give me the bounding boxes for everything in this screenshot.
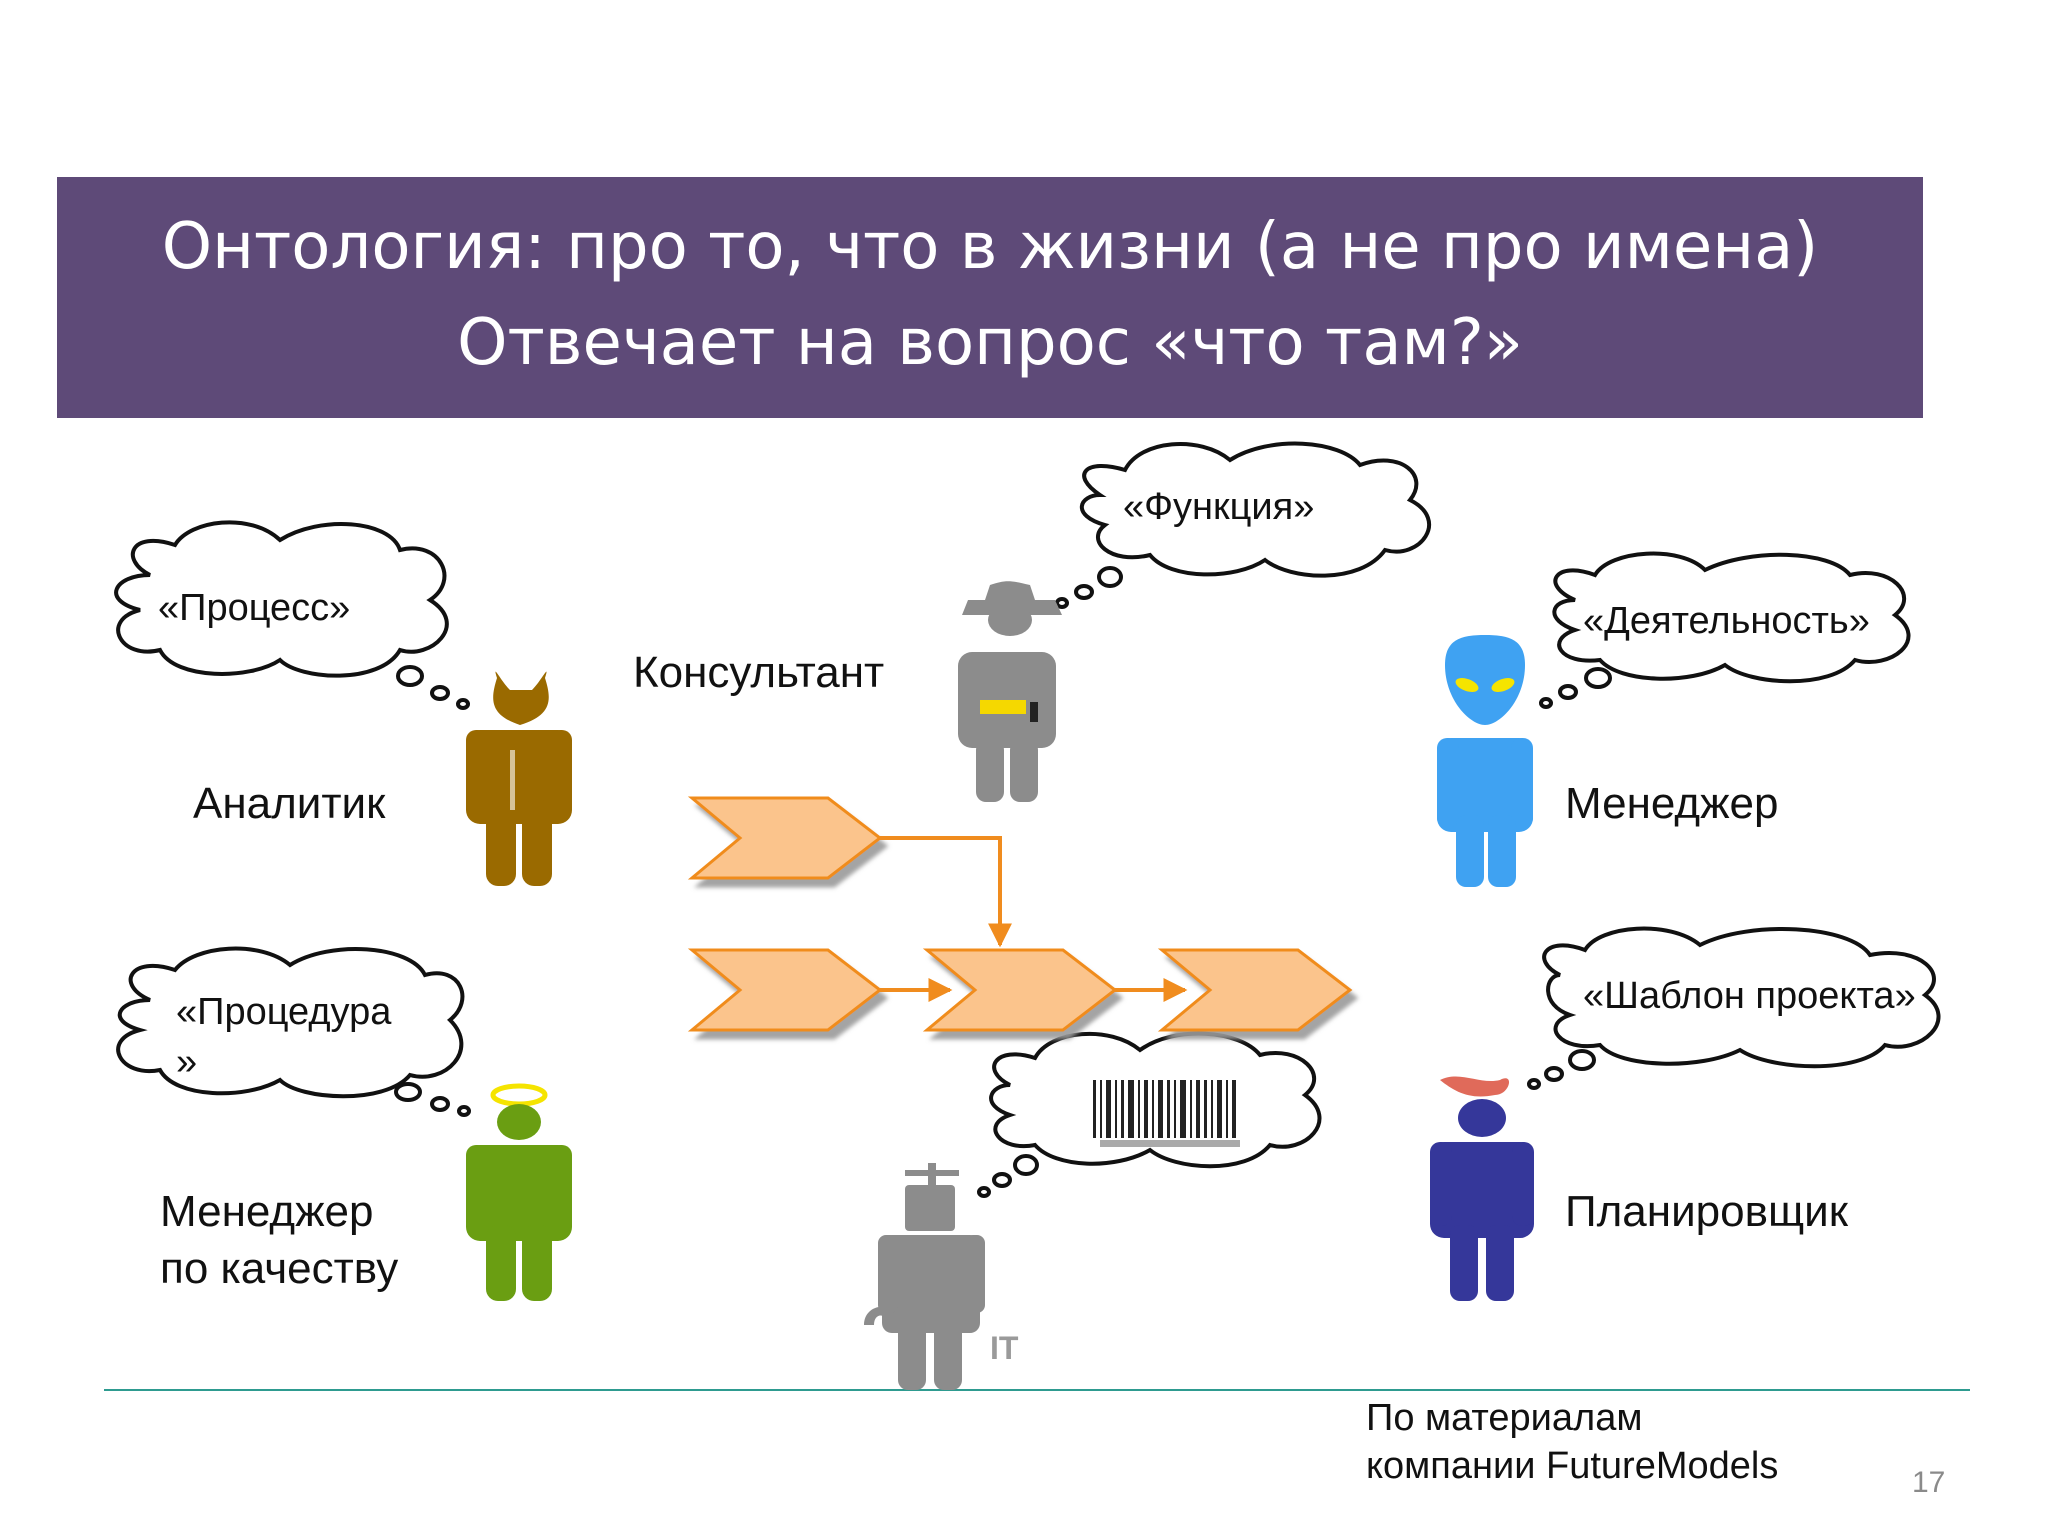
process-chevron-4	[1157, 948, 1353, 1032]
thought-cloud-planner	[1527, 926, 1941, 1090]
page-number: 17	[1912, 1466, 1946, 1499]
thought-text-planner: «Шаблон проекта»	[1583, 975, 1916, 1017]
analyst-label: Аналитик	[193, 779, 386, 828]
process-chevron-2	[687, 948, 883, 1032]
thought-text-manager: «Деятельность»	[1583, 600, 1870, 642]
it-label: IT	[990, 1330, 1019, 1366]
thought-cloud-consultant	[1055, 441, 1432, 609]
analyst-figure-icon	[466, 671, 572, 886]
process-chevron-1	[687, 796, 883, 880]
it-robot-figure-icon	[864, 1163, 985, 1390]
thought-cloud-analyst	[114, 520, 470, 710]
slide-title-banner: Онтология: про то, что в жизни (а не про…	[57, 177, 1923, 418]
quality-manager-label-line-2: по качеству	[160, 1244, 399, 1293]
process-arrows	[880, 836, 1188, 1002]
title-line-2: Отвечает на вопрос «что там?»	[457, 306, 1523, 380]
consultant-figure-icon	[958, 581, 1062, 802]
thought-cloud-quality-manager	[116, 946, 471, 1117]
source-attribution: По материалам компании FutureModels	[1366, 1394, 1778, 1490]
process-chevron-3	[922, 948, 1118, 1032]
planner-label: Планировщик	[1565, 1187, 1848, 1236]
thought-text-analyst: «Процесс»	[158, 587, 351, 629]
consultant-label: Консультант	[633, 648, 885, 697]
quality-manager-figure-icon	[466, 1083, 572, 1301]
manager-figure-icon	[1437, 635, 1533, 887]
thought-text-quality-manager-line-1: «Процедура	[176, 991, 392, 1033]
thought-text-quality-manager-line-2: »	[176, 1041, 198, 1083]
title-line-1: Онтология: про то, что в жизни (а не про…	[161, 210, 1819, 284]
thought-cloud-it	[977, 1031, 1322, 1198]
thought-text-consultant: «Функция»	[1123, 486, 1315, 528]
source-line-1: По материалам	[1366, 1397, 1643, 1439]
source-line-2: компании FutureModels	[1366, 1445, 1779, 1487]
thought-cloud-manager	[1539, 551, 1911, 709]
manager-label: Менеджер	[1565, 779, 1779, 828]
barcode-icon	[1093, 1080, 1240, 1147]
quality-manager-label-line-1: Менеджер	[160, 1187, 374, 1236]
planner-figure-icon	[1430, 1076, 1534, 1301]
